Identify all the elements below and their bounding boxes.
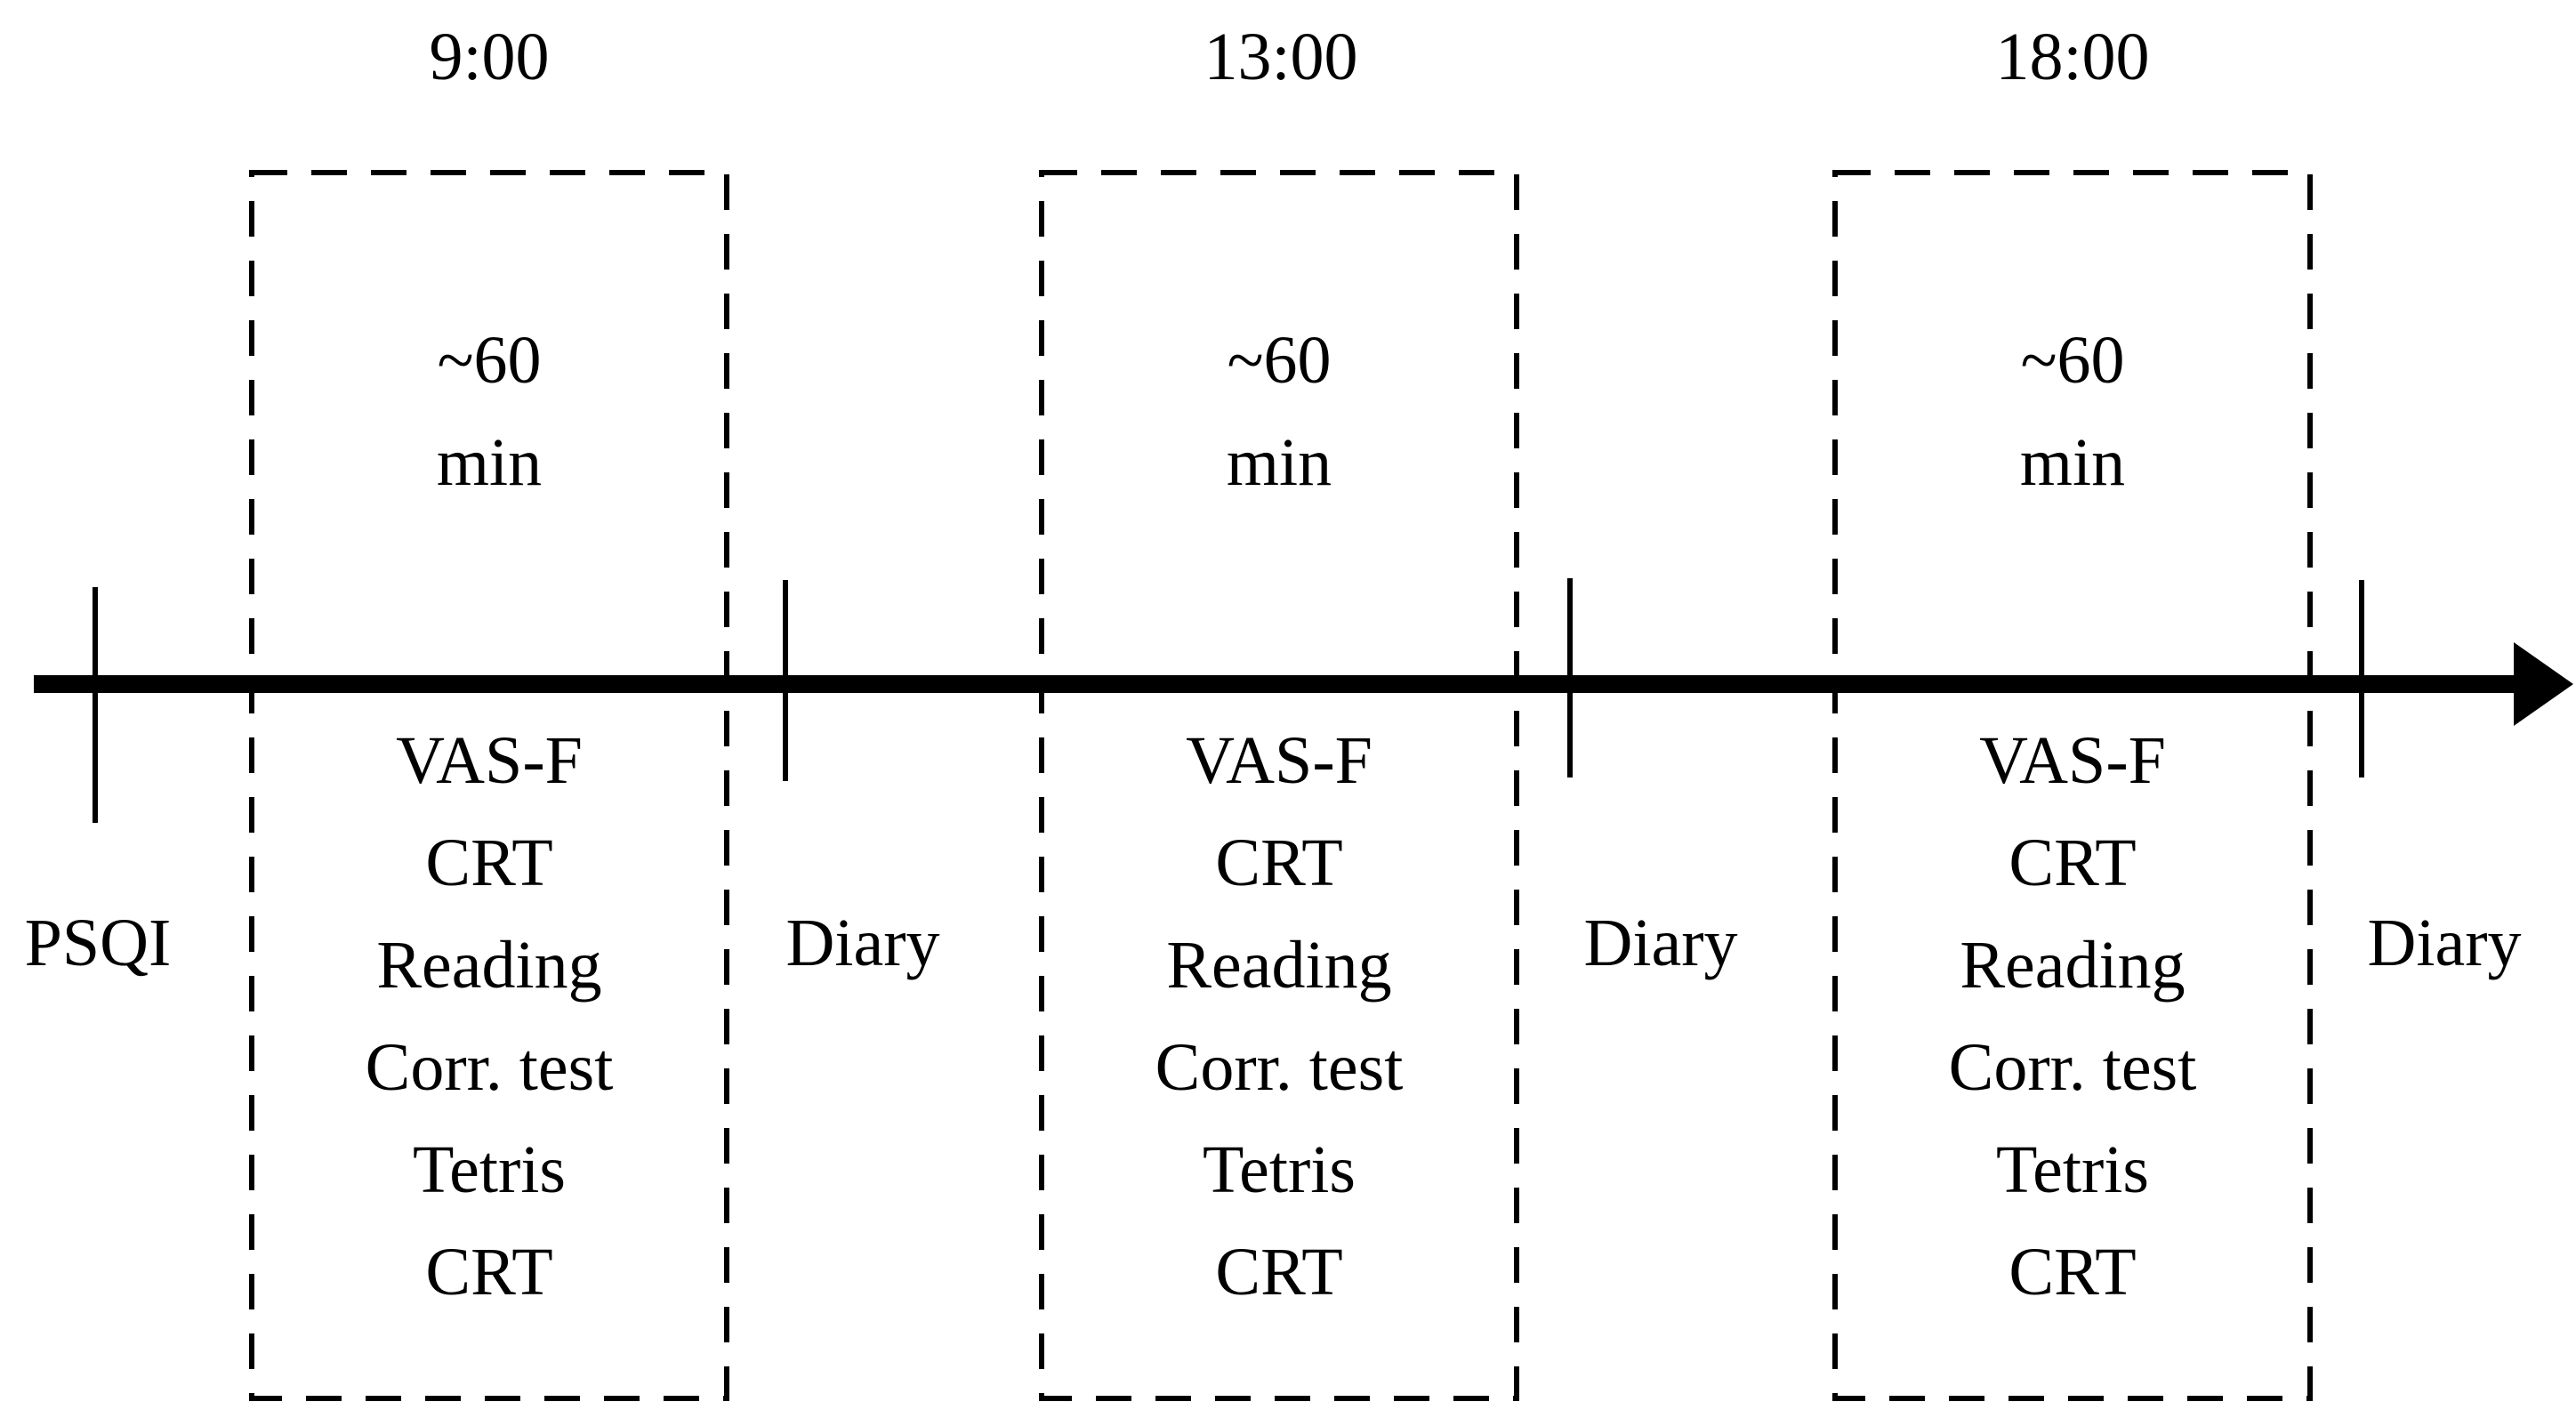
session-3-task-5: Tetris	[1996, 1132, 2149, 1207]
session-2-task-6: CRT	[1215, 1235, 1343, 1309]
session-1-duration-unit: min	[436, 425, 543, 500]
session-3-task-4: Corr. test	[1948, 1030, 2197, 1105]
session-2-duration-unit: min	[1226, 425, 1332, 500]
session-1-duration-value: ~60	[437, 323, 542, 398]
session-2-task-4: Corr. test	[1155, 1030, 1404, 1105]
session-2-task-3: Reading	[1166, 928, 1392, 1003]
timeline-arrowhead-icon	[2514, 642, 2573, 726]
session-3-task-6: CRT	[2008, 1235, 2137, 1309]
session-2-task-5: Tetris	[1203, 1132, 1356, 1207]
session-2-time-label: 13:00	[1203, 20, 1358, 94]
session-1-task-5: Tetris	[413, 1132, 566, 1207]
session-3-time-label: 18:00	[1995, 20, 2150, 94]
session-1-task-4: Corr. test	[365, 1030, 614, 1105]
session-1-task-3: Reading	[376, 928, 602, 1003]
psqi-label: PSQI	[24, 906, 172, 980]
session-3-task-2: CRT	[2008, 826, 2137, 900]
diary-label-3: Diary	[2367, 906, 2522, 980]
diary-label-1: Diary	[785, 906, 940, 980]
session-1-task-2: CRT	[425, 826, 553, 900]
session-1-dashed-box	[249, 170, 729, 1401]
session-3-task-3: Reading	[1960, 928, 2186, 1003]
session-2-task-1: VAS-F	[1186, 723, 1373, 798]
session-1-task-6: CRT	[425, 1235, 553, 1309]
session-3-dashed-box	[1832, 170, 2313, 1401]
session-2-task-2: CRT	[1215, 826, 1343, 900]
session-3-duration-unit: min	[2019, 425, 2126, 500]
session-3-task-1: VAS-F	[1979, 723, 2166, 798]
session-2-dashed-box	[1039, 170, 1519, 1401]
session-3-duration-value: ~60	[2020, 323, 2125, 398]
session-2-duration-value: ~60	[1227, 323, 1332, 398]
session-1-task-1: VAS-F	[396, 723, 583, 798]
diary-label-2: Diary	[1583, 906, 1738, 980]
session-1-time-label: 9:00	[429, 20, 550, 94]
